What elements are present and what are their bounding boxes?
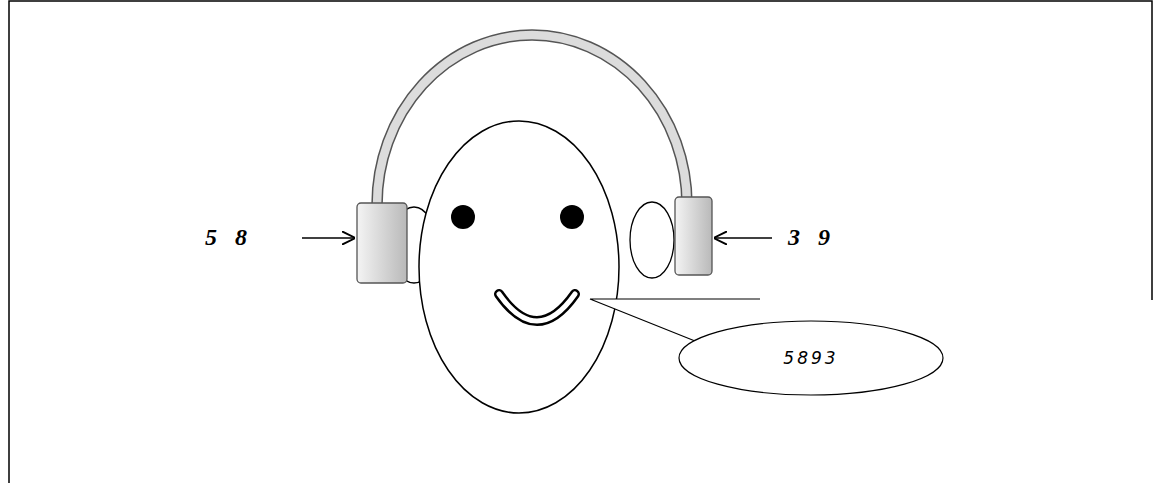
- input-arrow: [715, 237, 772, 239]
- spoken-digits: 5893: [783, 348, 838, 368]
- right-earcup: [675, 197, 712, 275]
- bubble-ellipse: [679, 321, 943, 395]
- mouth-inner: [499, 294, 575, 321]
- right-ear: [630, 202, 674, 278]
- frame: [9, 1, 1152, 483]
- face: [419, 121, 619, 413]
- speech-bubble: 5893: [678, 320, 944, 396]
- left-eye: [451, 205, 475, 229]
- input-arrow: [302, 237, 354, 239]
- ear-input-digits: 5 8: [205, 224, 247, 251]
- right-eye: [560, 205, 584, 229]
- ear-input-digits: 3 9: [788, 224, 830, 251]
- left-earcup: [357, 203, 407, 283]
- mouth: [499, 294, 575, 321]
